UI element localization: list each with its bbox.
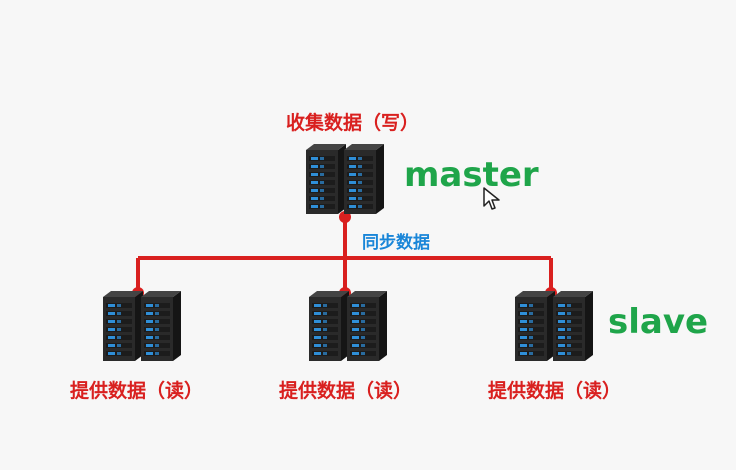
server-icon	[103, 291, 181, 361]
master-role-label: master	[404, 155, 539, 195]
server-icon	[306, 144, 384, 214]
sync-label: 同步数据	[362, 233, 430, 253]
slave-caption: 提供数据（读）	[279, 380, 413, 402]
server-icon	[515, 291, 593, 361]
cursor-icon	[483, 187, 500, 210]
slave-role-label: slave	[608, 302, 709, 342]
master-caption: 收集数据（写）	[286, 112, 420, 134]
slave-caption: 提供数据（读）	[70, 380, 204, 402]
server-icon	[309, 291, 387, 361]
slave-caption: 提供数据（读）	[488, 380, 622, 402]
